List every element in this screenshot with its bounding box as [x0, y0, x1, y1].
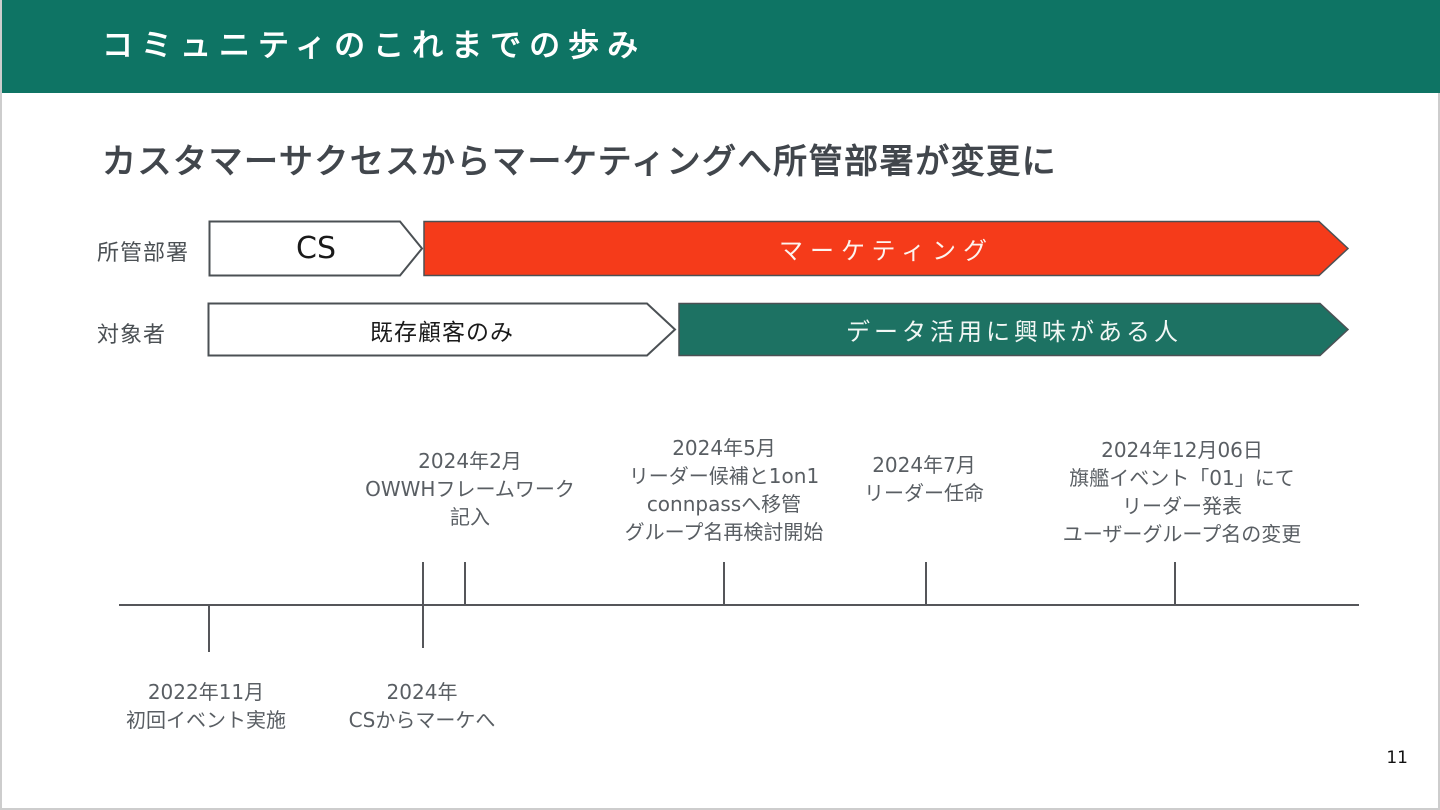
timeline-event-2024-05: 2024年5月 リーダー候補と1on1 connpassへ移管 グループ名再検討… — [624, 436, 824, 544]
timeline-event-2024-02: 2024年2月 OWWHフレームワーク 記入 — [365, 449, 575, 529]
timeline-event-2024-12: 2024年12月06日 旗艦イベント「01」にて リーダー発表 ユーザーグループ… — [1062, 438, 1302, 546]
slide-header: コミュニティのこれまでの歩み — [2, 0, 1440, 93]
timeline-event-2022-11: 2022年11月 初回イベント実施 — [126, 680, 286, 732]
timeline-event-2024: 2024年 CSからマーケへ — [348, 680, 496, 732]
timeline-event-2024-07: 2024年7月 リーダー任命 — [864, 453, 984, 505]
timeline-tick-2022-11 — [208, 605, 210, 652]
timeline-tick-2024-12 — [1174, 562, 1176, 605]
slide-title: コミュニティのこれまでの歩み — [102, 28, 647, 64]
data-users-arrow-polygon — [678, 302, 1350, 357]
page-number: 11 — [1386, 748, 1408, 768]
cs-arrow-shape — [208, 220, 424, 277]
subtitle: カスタマーサクセスからマーケティングへ所管部署が変更に — [102, 142, 1058, 182]
data-users-arrow-shape — [678, 302, 1350, 357]
timeline-tick-2024-05 — [723, 562, 725, 605]
marketing-arrow-shape — [423, 220, 1350, 277]
timeline-tick-2024-02 — [464, 562, 466, 605]
timeline-tick-2024 — [422, 562, 424, 648]
marketing-arrow-polygon — [423, 220, 1350, 277]
timeline-axis — [119, 604, 1359, 606]
existing-customers-arrow-polygon — [207, 302, 677, 357]
cs-arrow-polygon — [208, 220, 424, 277]
department-row-label: 所管部署 — [97, 241, 190, 266]
existing-customers-arrow-shape — [207, 302, 677, 357]
audience-row-label: 対象者 — [97, 323, 167, 348]
timeline-tick-2024-07 — [925, 562, 927, 605]
